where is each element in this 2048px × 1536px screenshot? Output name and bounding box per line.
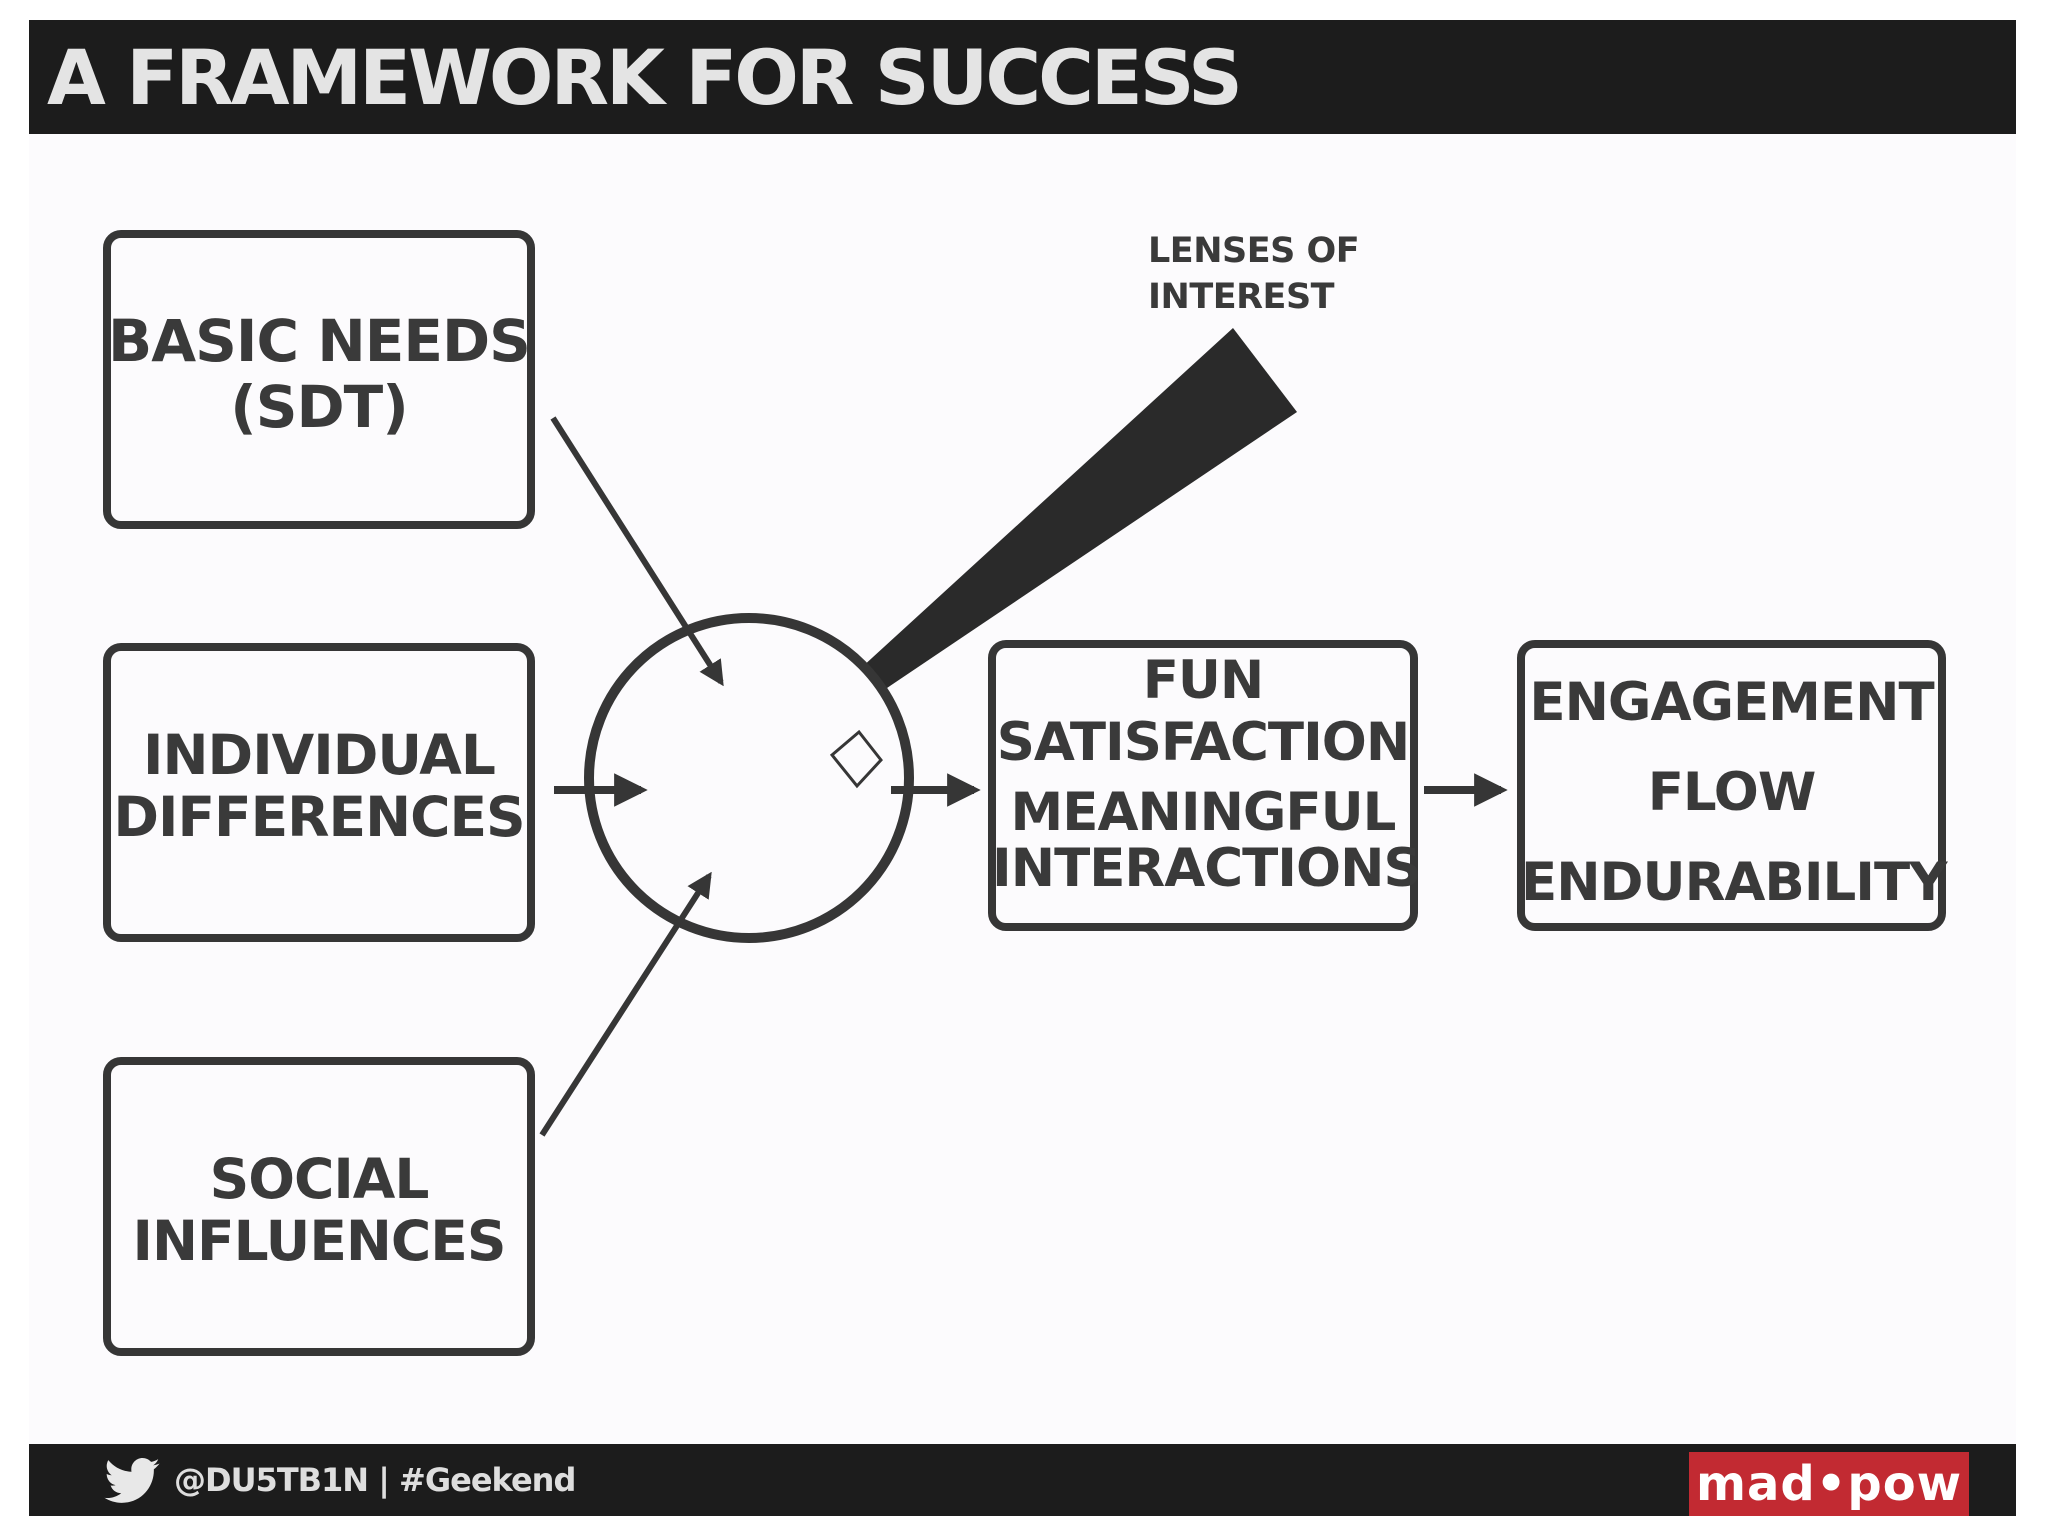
slide-title: A FRAMEWORK FOR SUCCESS <box>47 33 1243 122</box>
lens-reflection-icon <box>829 729 883 789</box>
lens-label-line2: INTEREST <box>1148 277 1335 317</box>
outcome-interactions: INTERACTIONS <box>992 838 1422 899</box>
individual-differences-line1: INDIVIDUAL <box>143 723 496 787</box>
individual-differences-box <box>103 643 535 942</box>
basic-needs-label: BASIC NEEDS (SDT) <box>107 308 531 440</box>
lens-beam <box>861 328 1297 692</box>
lens-label-line1: LENSES OF <box>1148 231 1360 271</box>
social-influences-line2: INFLUENCES <box>132 1209 507 1273</box>
arrow-social-influences <box>539 871 712 1137</box>
outcome-satisfaction: SATISFACTION <box>996 712 1410 773</box>
social-influences-box <box>103 1057 535 1356</box>
results-label: ENGAGEMENT FLOW ENDURABILITY <box>1521 658 1948 928</box>
central-lens-circle <box>584 613 914 943</box>
result-endurability: ENDURABILITY <box>1521 852 1948 913</box>
arrow-basic-needs <box>550 416 724 687</box>
result-engagement: ENGAGEMENT <box>1529 672 1934 733</box>
outcomes-label: FUN SATISFACTION MEANINGFUL INTERACTIONS <box>992 650 1422 900</box>
result-flow: FLOW <box>1647 762 1817 823</box>
individual-differences-line2: DIFFERENCES <box>113 785 525 849</box>
results-box <box>1517 640 1946 931</box>
lenses-of-interest-label: LENSES OF INTEREST <box>1148 228 1360 320</box>
individual-differences-label: INDIVIDUAL DIFFERENCES <box>107 724 531 848</box>
social-influences-line1: SOCIAL <box>209 1147 430 1211</box>
title-bar: A FRAMEWORK FOR SUCCESS <box>29 20 2016 134</box>
outcome-meaningful: MEANINGFUL <box>1010 782 1397 843</box>
basic-needs-line2: (SDT) <box>230 373 409 441</box>
madpow-logo: mad•pow <box>1689 1452 1969 1516</box>
footer-bar: @DU5TB1N | #Geekend mad•pow <box>29 1444 2016 1516</box>
twitter-bird-icon <box>104 1458 160 1503</box>
basic-needs-box <box>103 230 535 529</box>
basic-needs-line1: BASIC NEEDS <box>108 307 531 375</box>
outcomes-box <box>988 640 1418 931</box>
twitter-handle: @DU5TB1N | #Geekend <box>174 1461 576 1499</box>
slide: A FRAMEWORK FOR SUCCESS BAS <box>29 20 2016 1516</box>
outcome-fun: FUN <box>1142 650 1265 711</box>
social-influences-label: SOCIAL INFLUENCES <box>107 1148 531 1272</box>
framework-diagram <box>103 230 1946 1356</box>
